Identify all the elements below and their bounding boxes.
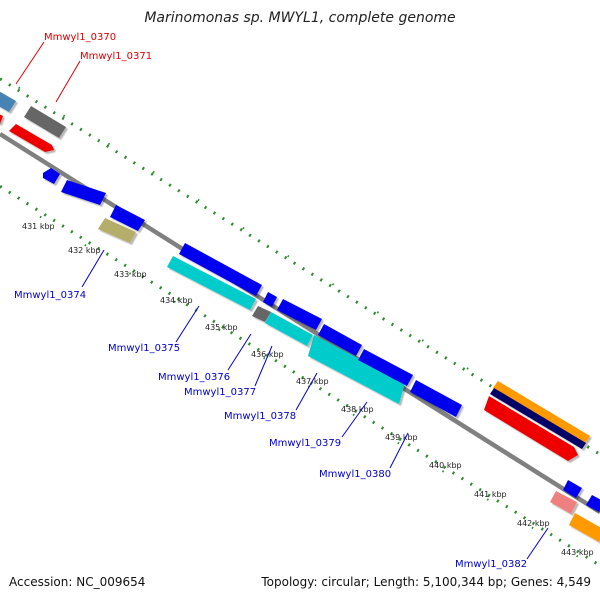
leader-0375 — [175, 305, 200, 343]
gene-label-0382[interactable]: Mmwyl1_0382 — [455, 559, 527, 570]
gene-arrow-0378[interactable] — [308, 335, 405, 404]
gene-arrow-b[interactable] — [61, 180, 106, 205]
leader-0376 — [227, 333, 252, 371]
gene-arrow-0374[interactable] — [98, 218, 136, 243]
kbp-label: 435 kbp — [205, 323, 238, 332]
gene-arrow-k[interactable] — [569, 513, 600, 542]
reverse-strand-genes — [43, 168, 600, 542]
gene-label-0377[interactable]: Mmwyl1_0377 — [184, 387, 256, 398]
label-leaders — [15, 41, 549, 560]
leader-0371 — [55, 60, 81, 103]
leader-0382 — [526, 527, 549, 560]
kbp-label: 438 kbp — [341, 405, 374, 414]
gene-arrow-0377[interactable] — [265, 312, 313, 346]
map-title: Marinomonas sp. MWYL1, complete genome — [144, 10, 456, 26]
leader-0378 — [295, 372, 318, 411]
gene-label-0374[interactable]: Mmwyl1_0374 — [14, 290, 86, 301]
gene-label-0375[interactable]: Mmwyl1_0375 — [108, 343, 180, 354]
inner-ticks-minor — [0, 185, 600, 567]
leader-0379 — [341, 401, 368, 438]
kbp-label: 431 kbp — [22, 222, 55, 231]
gene-label-0378[interactable]: Mmwyl1_0378 — [224, 411, 296, 422]
kbp-label: 440 kbp — [429, 461, 462, 470]
leader-0380 — [389, 432, 409, 469]
gene-arrow-e[interactable] — [263, 292, 277, 307]
gene-arrow-g[interactable] — [318, 324, 362, 356]
kbp-label: 433 kbp — [114, 270, 147, 279]
kbp-label: 443 kbp — [561, 548, 594, 557]
kbp-label: 442 kbp — [517, 519, 550, 528]
gene-arrow-0381b[interactable] — [490, 388, 586, 449]
leader-0377 — [254, 345, 273, 387]
gene-label-0380[interactable]: Mmwyl1_0380 — [319, 469, 391, 480]
gene-arrow-0376[interactable] — [252, 306, 271, 322]
gene-labels: Mmwyl1_0370 Mmwyl1_0371 Mmwyl1_0374 Mmwy… — [14, 32, 527, 570]
gene-arrow-i[interactable] — [563, 480, 582, 498]
gene-arrow-d[interactable] — [179, 243, 262, 296]
kbp-label: 436 kbp — [251, 350, 284, 359]
gene-label-0376[interactable]: Mmwyl1_0376 — [158, 372, 230, 383]
gene-arrow-0380[interactable] — [410, 380, 462, 417]
gene-arrow-0375[interactable] — [167, 256, 256, 310]
kbp-label: 432 kbp — [68, 246, 101, 255]
gene-arrow-0373[interactable] — [9, 124, 54, 152]
leader-0374 — [81, 249, 105, 288]
gene-label-0370[interactable]: Mmwyl1_0370 — [44, 32, 116, 43]
leader-0370 — [15, 41, 45, 85]
gene-arrow-0381c[interactable] — [484, 396, 578, 461]
accession-text: Accession: NC_009654 — [9, 575, 146, 589]
gene-arrow-0381a[interactable] — [493, 381, 590, 443]
kbp-label: 441 kbp — [474, 490, 507, 499]
kbp-label: 434 kbp — [160, 296, 193, 305]
gene-arrow-0372[interactable] — [0, 112, 3, 124]
gene-label-0371[interactable]: Mmwyl1_0371 — [80, 51, 152, 62]
kbp-label: 439 kbp — [385, 433, 418, 442]
gene-arrow-0382[interactable] — [550, 491, 577, 514]
gene-arrow-a[interactable] — [43, 168, 60, 184]
genome-summary-text: Topology: circular; Length: 5,100,344 bp… — [261, 575, 591, 589]
gene-label-0379[interactable]: Mmwyl1_0379 — [269, 438, 341, 449]
gene-arrow-0370[interactable] — [0, 86, 16, 112]
gene-arrow-c[interactable] — [110, 205, 145, 231]
gene-arrow-0371[interactable] — [24, 106, 66, 138]
gene-arrow-h[interactable] — [358, 349, 413, 386]
gene-arrow-f[interactable] — [277, 299, 322, 330]
forward-strand-genes — [0, 86, 590, 461]
gene-arrow-j[interactable] — [586, 495, 600, 512]
